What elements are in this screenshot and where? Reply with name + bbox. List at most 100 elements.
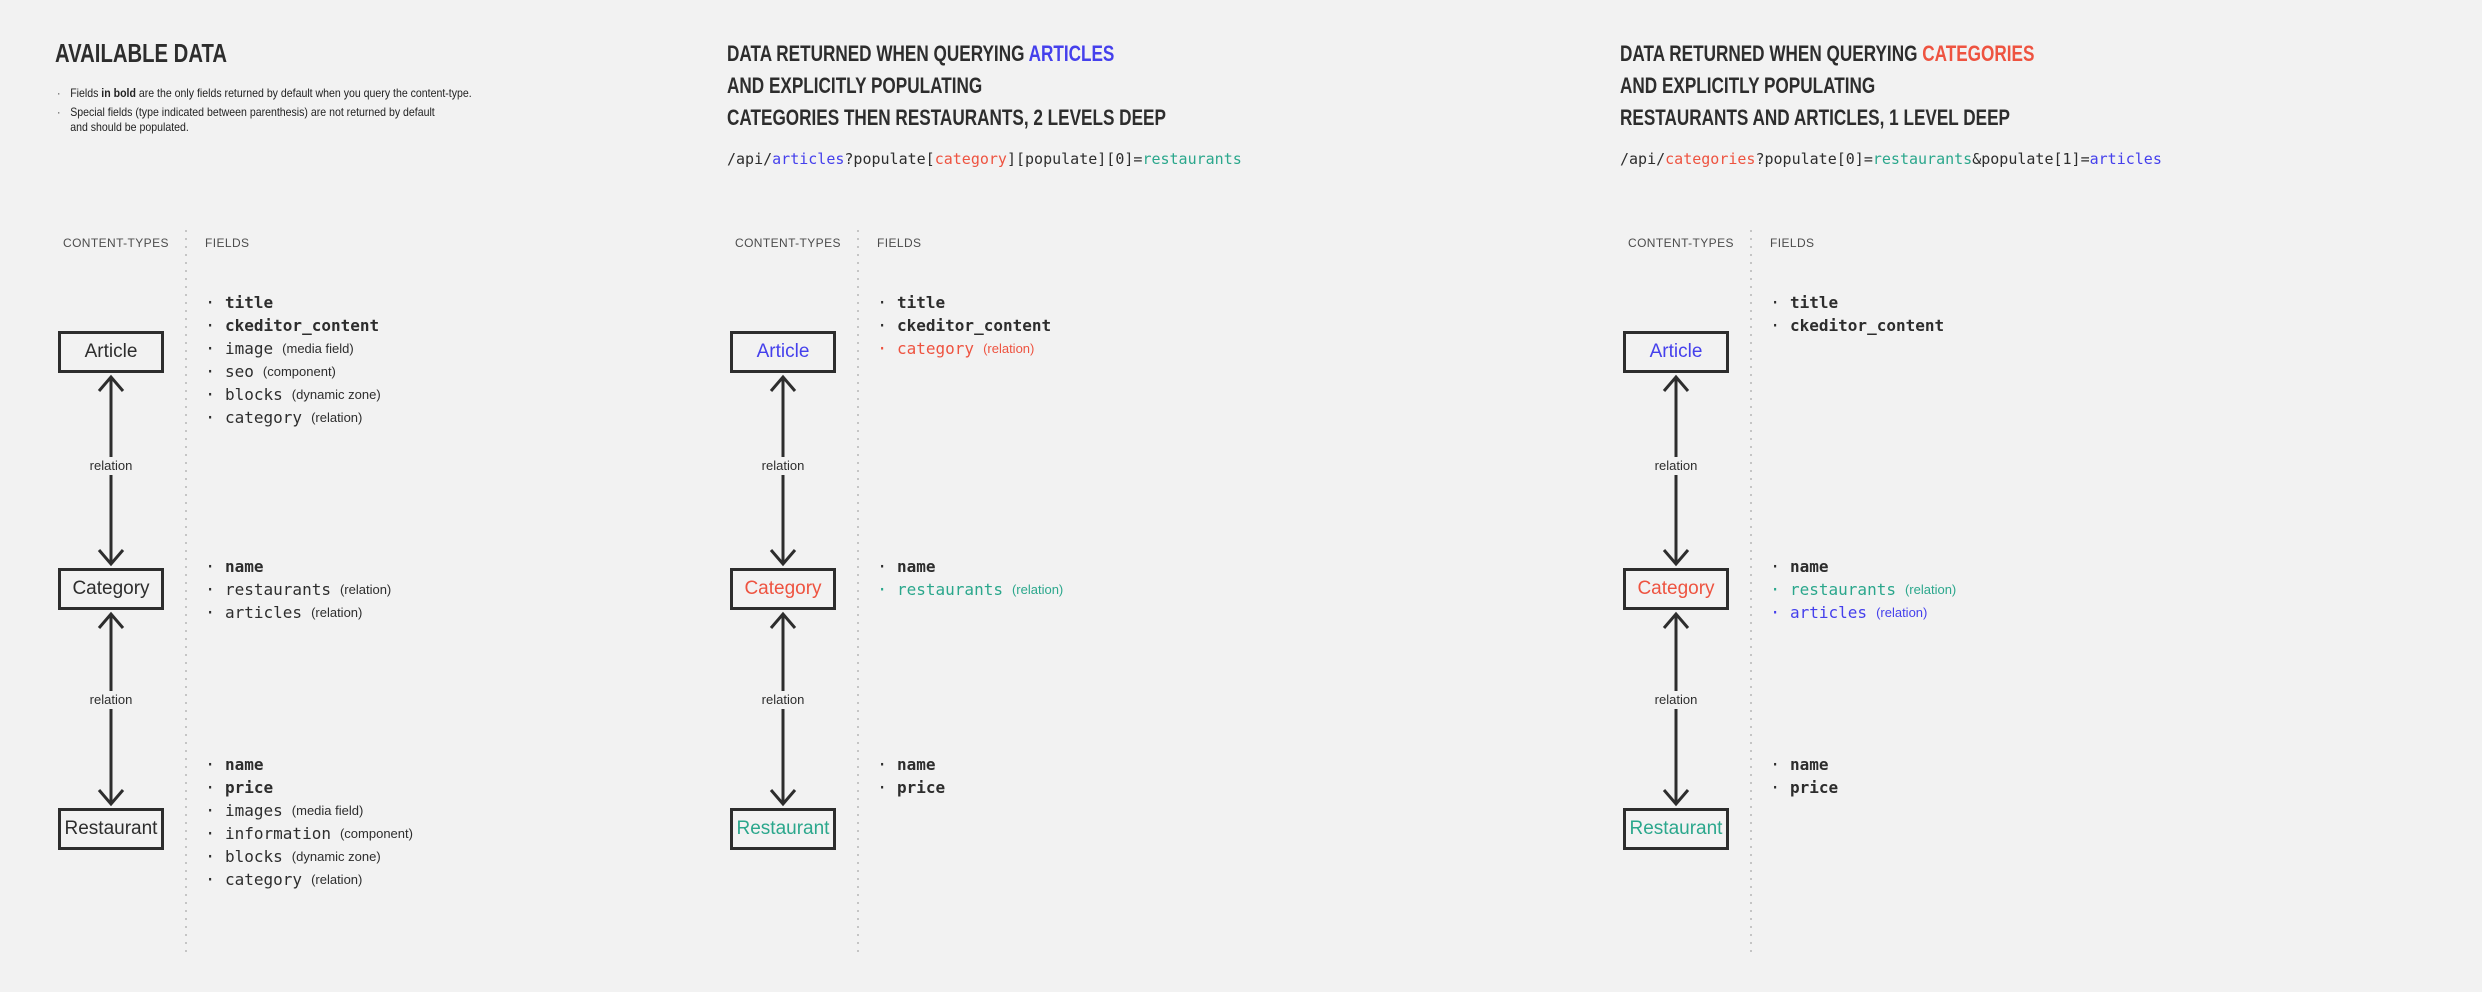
field-row: ·ckeditor_content <box>1770 314 1944 337</box>
field-row: ·seo(component) <box>205 360 381 383</box>
heading-line: AND EXPLICITLY POPULATING <box>1620 70 2034 102</box>
field-name: restaurants <box>225 580 331 599</box>
heading-line: AND EXPLICITLY POPULATING <box>727 70 1166 102</box>
note-lines: Fields in bold are the only fields retur… <box>70 86 472 101</box>
column-divider <box>185 230 187 957</box>
field-name: name <box>225 755 264 774</box>
bullet-icon: · <box>205 292 216 313</box>
heading-line: RESTAURANTS AND ARTICLES, 1 LEVEL DEEP <box>1620 102 2034 134</box>
field-name: title <box>1790 293 1839 312</box>
field-name: name <box>897 755 936 774</box>
heading-line: CATEGORIES THEN RESTAURANTS, 2 LEVELS DE… <box>727 102 1166 134</box>
field-name: restaurants <box>1790 580 1896 599</box>
content-type-box-restaurant: Restaurant <box>58 808 164 850</box>
note-item: · Fields in bold are the only fields retu… <box>57 86 472 101</box>
field-row: ·name <box>205 753 413 776</box>
content-type-label: Article <box>84 341 138 362</box>
bullet-icon: · <box>205 846 216 867</box>
field-name: name <box>225 557 264 576</box>
note-line: Special fields (type indicated between p… <box>70 105 435 120</box>
field-name: price <box>225 778 274 797</box>
text-segment: are the only fields returned by default … <box>135 86 472 100</box>
field-row: ·title <box>205 291 381 314</box>
field-list: ·name·restaurants(relation)·articles(rel… <box>1770 555 1956 624</box>
content-types-column-label: CONTENT-TYPES <box>735 236 841 250</box>
text-segment: DATA RETURNED WHEN QUERYING <box>1620 41 1923 66</box>
text-segment: in bold <box>101 86 136 100</box>
field-row: ·price <box>1770 776 1838 799</box>
bullet-icon: · <box>877 777 888 798</box>
bullet-icon: · <box>877 292 888 313</box>
field-list: · title ·ckeditor_content <box>1770 291 1944 337</box>
field-name: articles <box>225 603 303 622</box>
field-type-annotation: (relation) <box>311 605 363 620</box>
bullet-icon: · <box>205 338 216 359</box>
column-divider <box>857 230 859 957</box>
field-name: blocks <box>225 847 283 866</box>
field-name: information <box>225 824 331 843</box>
text-segment: categories <box>1665 150 1756 168</box>
relation-label: relation <box>1648 457 1704 475</box>
field-name: name <box>897 557 936 576</box>
field-name: ckeditor_content <box>1790 316 1945 335</box>
field-row: ·restaurants(relation) <box>205 578 391 601</box>
bullet-icon: · <box>205 407 216 428</box>
field-name: category <box>897 339 975 358</box>
field-row: ·category(relation) <box>205 868 413 891</box>
content-type-box-category: Category <box>58 568 164 610</box>
text-segment: articles <box>2089 150 2162 168</box>
text-segment: AVAILABLE DATA <box>55 38 227 68</box>
relation-label: relation <box>755 457 811 475</box>
content-type-box-restaurant: Restaurant <box>1623 808 1729 850</box>
bullet-icon: · <box>1770 292 1781 313</box>
field-row: ·articles(relation) <box>1770 601 1956 624</box>
bullet-icon: · <box>57 86 61 100</box>
text-segment: ?populate[0]= <box>1755 150 1873 168</box>
bullet-icon: · <box>877 579 888 600</box>
bullet-icon: · <box>205 384 216 405</box>
heading-line: DATA RETURNED WHEN QUERYING ARTICLES <box>727 38 1166 70</box>
field-list: ·title·ckeditor_content·category(relatio… <box>877 291 1051 360</box>
content-types-column-label: CONTENT-TYPES <box>1628 236 1734 250</box>
content-type-label: Category <box>1637 578 1715 599</box>
field-type-annotation: (component) <box>262 364 336 379</box>
bullet-icon: · <box>205 315 216 336</box>
relation-arrow <box>1662 611 1690 807</box>
field-row: · blocks (dynamic zone) <box>205 845 413 868</box>
note-line: and should be populated. <box>70 120 435 135</box>
field-list: ·name·price·images(media field)·informat… <box>205 753 413 891</box>
bullet-icon: · <box>205 361 216 382</box>
text-segment: restaurants <box>1142 150 1242 168</box>
bullet-icon: · <box>1770 754 1781 775</box>
bullet-icon: · <box>205 800 216 821</box>
field-name: ckeditor_content <box>225 316 380 335</box>
field-row: · title <box>1770 291 1944 314</box>
text-segment: ?populate[ <box>844 150 935 168</box>
field-row: ·restaurants(relation) <box>1770 578 1956 601</box>
text-segment: &populate[1]= <box>1972 150 2090 168</box>
fields-column-label: FIELDS <box>205 236 250 250</box>
field-row: ·price <box>877 776 945 799</box>
text-segment: articles <box>772 150 845 168</box>
field-name: name <box>1790 557 1829 576</box>
bullet-icon: · <box>1770 579 1781 600</box>
field-row: ·image(media field) <box>205 337 381 360</box>
relation-arrow <box>97 611 125 807</box>
field-type-annotation: (media field) <box>291 803 364 818</box>
field-type-annotation: (dynamic zone) <box>291 849 381 864</box>
content-type-box-category: Category <box>730 568 836 610</box>
field-list: ·name·restaurants(relation) <box>877 555 1063 601</box>
field-row: ·category(relation) <box>205 406 381 429</box>
field-list: ·name·price <box>1770 753 1838 799</box>
relation-label: relation <box>1648 691 1704 709</box>
text-segment: CATEGORIES THEN RESTAURANTS, 2 LEVELS DE… <box>727 105 1166 130</box>
text-segment: Special fields (type indicated between p… <box>70 105 435 119</box>
relation-arrow <box>769 611 797 807</box>
field-list: · name ·price <box>877 753 945 799</box>
note-line: Fields in bold are the only fields retur… <box>70 86 472 101</box>
text-segment: and should be populated. <box>70 120 189 134</box>
